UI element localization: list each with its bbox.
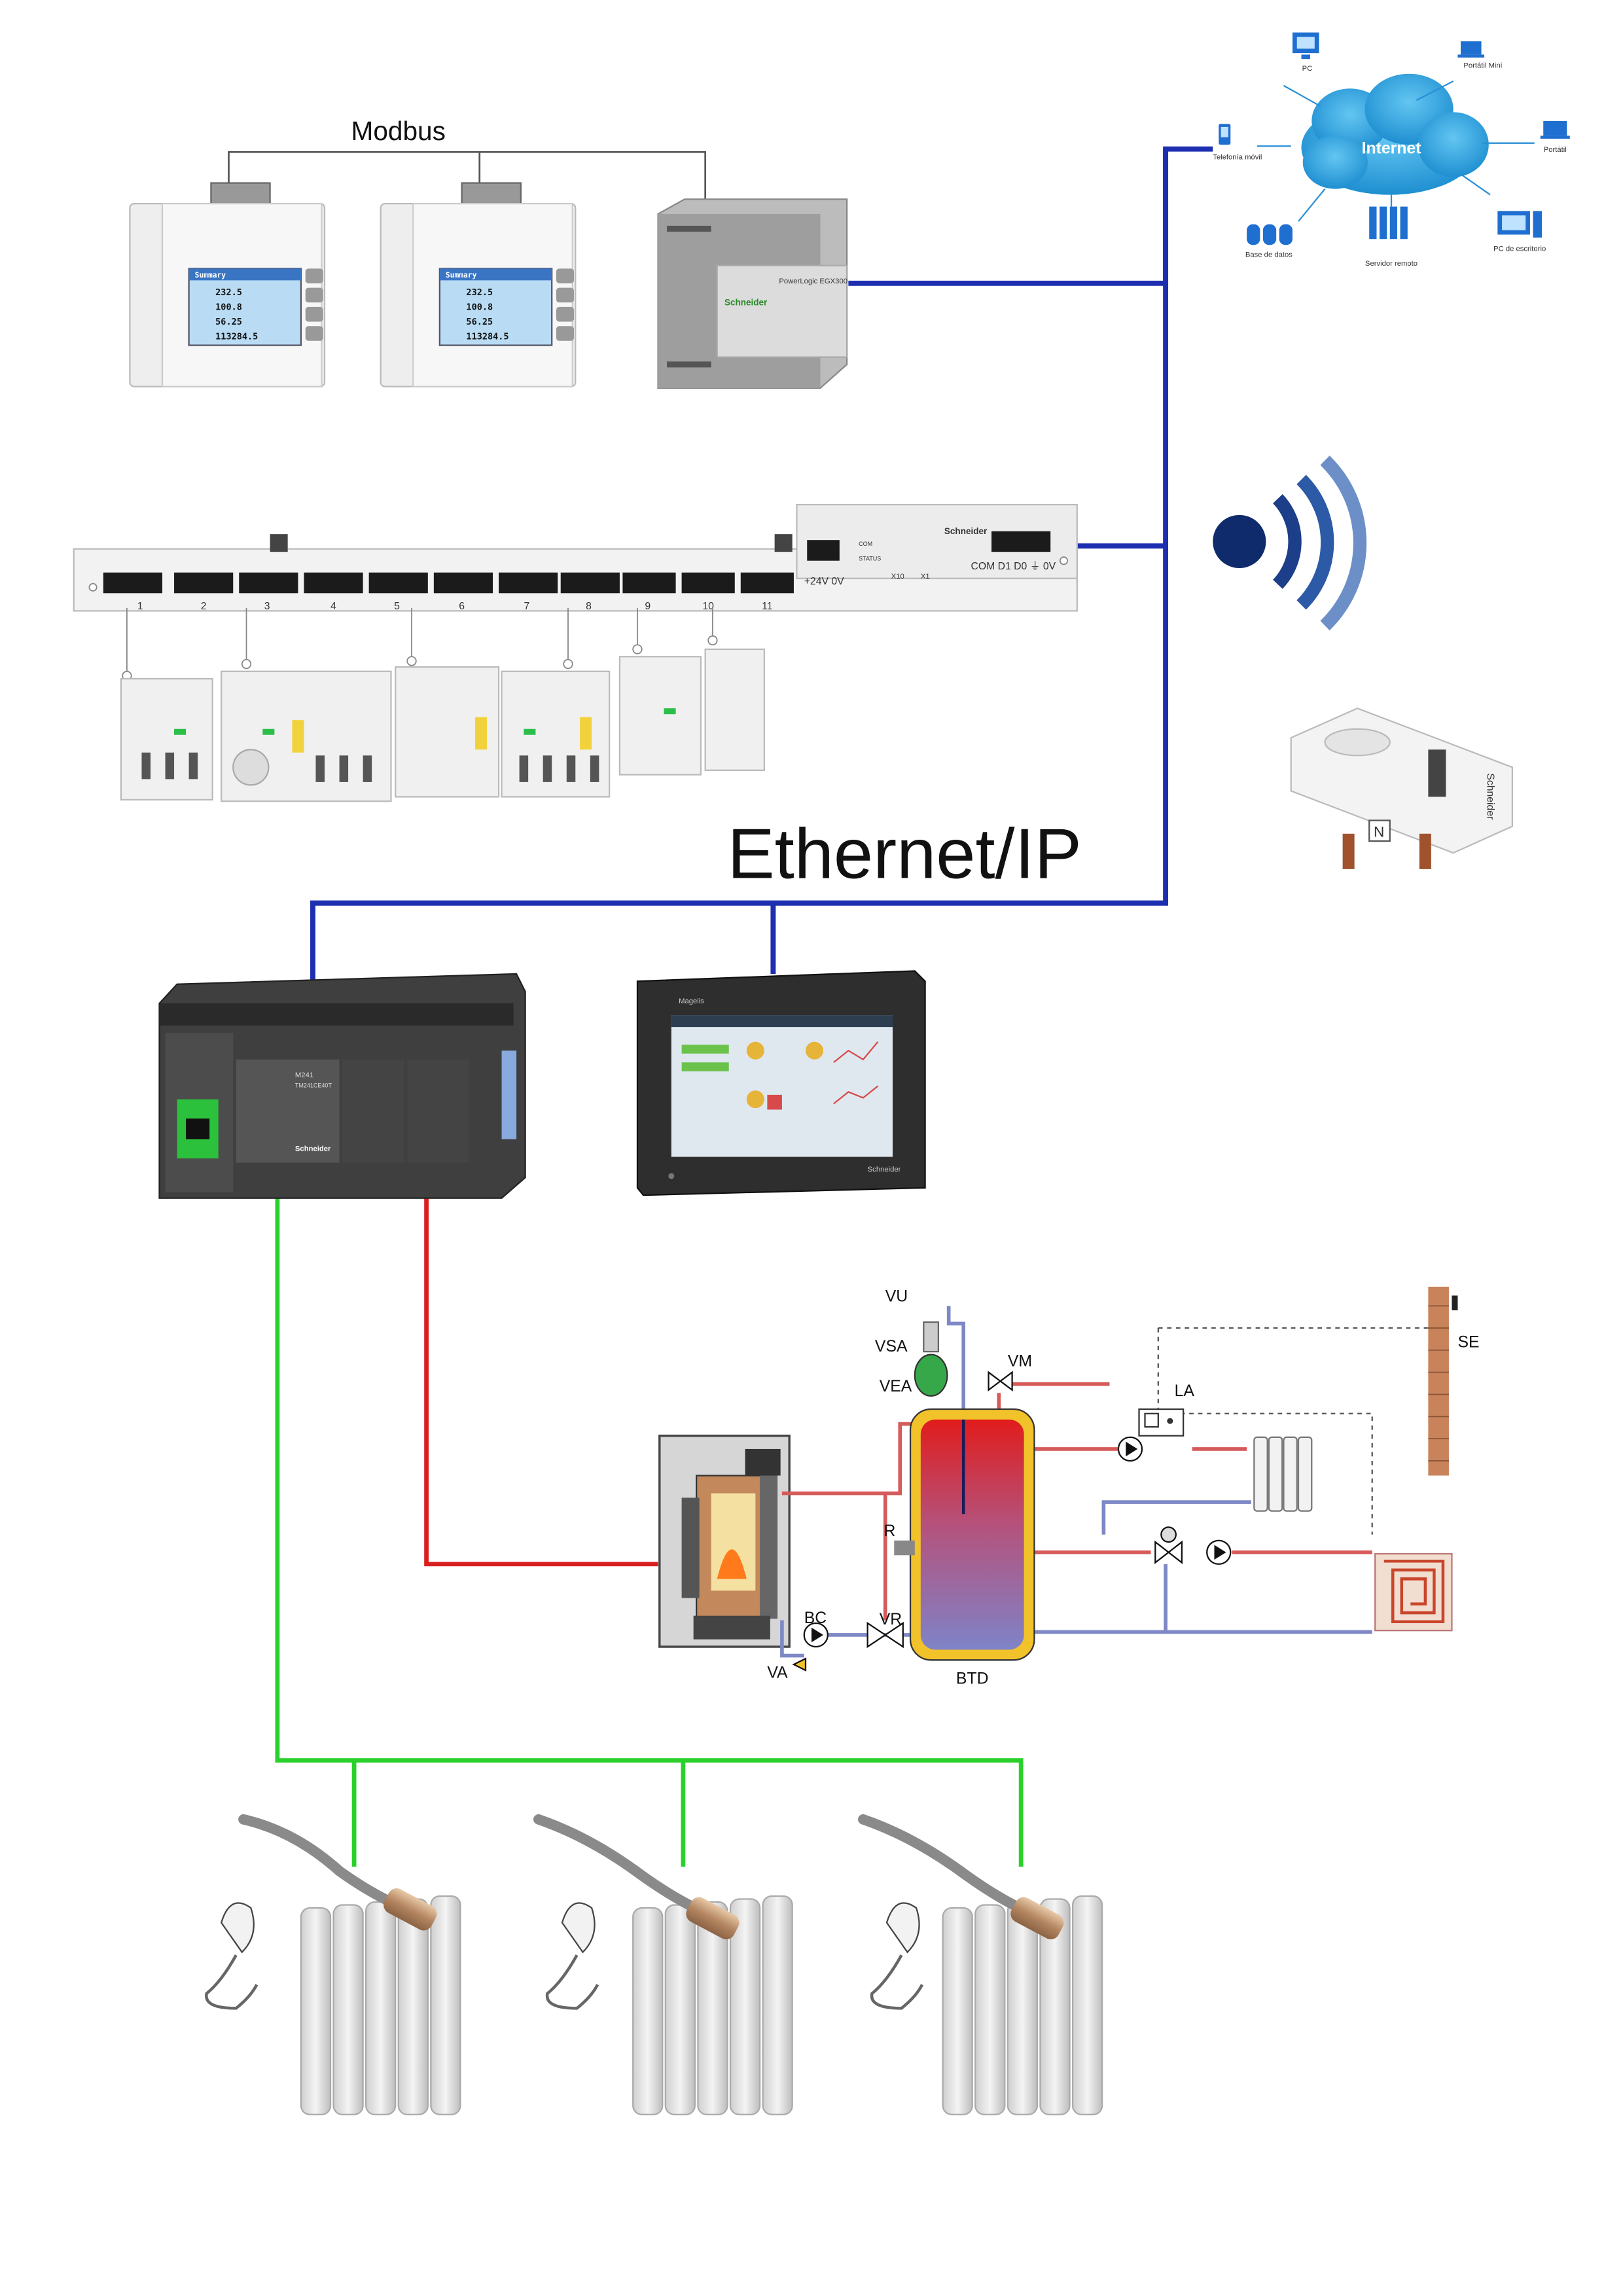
hmi-panel: Magelis Schneider [636,970,926,1196]
label-va: VA [767,1664,788,1681]
breaker-row [120,607,765,802]
x10-label: X10 [891,573,904,581]
io-module-number: 6 [459,601,465,612]
hmi-brand: Schneider [868,1166,901,1174]
label-vr: VR [880,1611,902,1628]
power-label: +24V 0V [804,576,844,587]
modbus-gateway: PowerLogic EGX300 Schneider [657,198,848,389]
io-strip: 1 2 3 4 5 6 7 8 9 10 11 +24V 0V COM D1 D0 ⏚ 0V X10… [73,503,1078,612]
svg-text:100.8: 100.8 [466,302,493,312]
cloud-icon [1301,73,1489,195]
desktop-icon [1497,211,1542,238]
io-module-number: 11 [762,601,772,612]
hydraulic-schematic: VU VSA VEA VM LA SE R BC VR VA BTD [658,1286,1480,1687]
cloud-label: Internet [1362,139,1421,157]
pc-icon [1292,32,1319,60]
internet-cloud-group: Internet PC Portátil Mini Portátil PC de… [1213,32,1570,268]
io-module-number: 10 [702,601,714,612]
io-module-number: 1 [137,601,143,612]
neutral-label: N [1374,823,1384,840]
x1-label: X1 [921,573,930,581]
svg-text:Summary: Summary [195,271,226,279]
hmi-series: Magelis [679,997,704,1005]
label-se: SE [1457,1333,1479,1351]
power-meter-1: Summary 232.5 100.8 56.25 113284.5 [129,182,326,387]
svg-text:56.25: 56.25 [215,317,242,327]
svg-text:Summary: Summary [446,271,477,279]
svg-text:Schneider: Schneider [724,298,768,308]
com-label: COM D1 D0 ⏚ 0V [971,560,1056,572]
svg-text:100.8: 100.8 [215,302,242,312]
label-vea: VEA [880,1378,912,1395]
label-bc: BC [804,1609,827,1627]
power-meter-2: Summary 232.5 100.8 56.25 113284.5 [380,182,577,387]
powertag-brand: Schneider [1485,773,1496,819]
pc-label: PC [1302,65,1313,73]
powertag-sensor: N Schneider [1290,707,1514,869]
ethernet-label: Ethernet/IP [727,814,1081,893]
svg-text:232.5: 232.5 [466,287,493,298]
laptop-mini-label: Portátil Mini [1463,62,1502,70]
io-module-number: 5 [394,601,400,612]
modbus-label: Modbus [351,116,446,146]
label-la: LA [1175,1382,1195,1400]
laptop-mini-icon [1457,41,1485,58]
label-btd: BTD [956,1670,989,1687]
io-module-number: 8 [586,601,592,612]
phone-label: Telefonía móvil [1213,153,1262,161]
control-line [424,1192,658,1567]
plc-ref: TM241CE40T [295,1083,332,1089]
plc-brand: Schneider [295,1145,331,1153]
desktop-label: PC de escritorio [1493,245,1546,253]
label-vm: VM [1008,1353,1032,1371]
status-com-label: COM [859,541,872,547]
svg-text:113284.5: 113284.5 [466,332,508,342]
modbus-bus [228,151,707,214]
laptop-icon [1540,120,1570,139]
plc-controller: M241 TM241CE40T Schneider [158,973,526,1199]
server-label: Servidor remoto [1365,260,1418,268]
io-module-number: 7 [524,601,529,612]
svg-text:56.25: 56.25 [466,317,493,327]
database-icon [1247,224,1293,245]
plc-model: M241 [295,1071,313,1079]
laptop-label: Portátil [1544,146,1567,154]
server-icon [1369,206,1408,240]
io-brand: Schneider [944,526,988,536]
radiator-group-2 [533,1814,793,2115]
status-label: STATUS [859,556,881,562]
radiator-group-1 [205,1814,461,2115]
label-r: R [883,1522,895,1540]
svg-text:PowerLogic EGX300: PowerLogic EGX300 [779,278,847,285]
svg-text:113284.5: 113284.5 [215,332,258,342]
io-module-number: 4 [330,601,336,612]
label-vu: VU [885,1287,908,1305]
radiator-group-3 [858,1814,1103,2115]
analog-bus [275,1195,1024,1867]
wireless-icon [1213,456,1367,631]
io-module-number: 3 [264,601,270,612]
svg-text:232.5: 232.5 [215,287,242,298]
phone-icon [1219,124,1231,145]
io-module-number: 9 [645,601,651,612]
io-module-number: 2 [201,601,207,612]
database-label: Base de datos [1245,251,1293,259]
label-vsa: VSA [875,1338,908,1355]
